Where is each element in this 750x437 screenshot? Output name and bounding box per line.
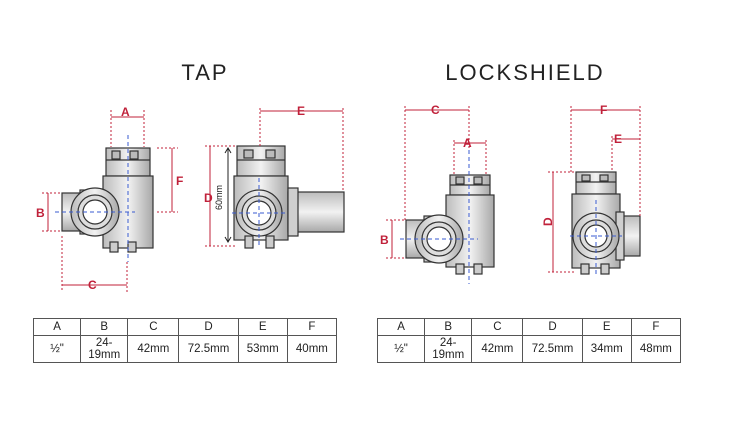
- value-cell: 72.5mm: [522, 335, 583, 363]
- value-cell: 40mm: [286, 335, 338, 363]
- tap-dim-a: A: [121, 105, 130, 119]
- value-cell: ½": [376, 335, 426, 363]
- value-cell: ½": [32, 335, 82, 363]
- header-cell: B: [424, 318, 473, 336]
- tap-side-height-line: [224, 147, 232, 243]
- tap-side-guides: [232, 178, 286, 248]
- lockshield-side-guides: [570, 200, 622, 276]
- table-header-row: A B C D E F: [32, 318, 338, 336]
- value-cell: 42mm: [127, 335, 180, 363]
- lockshield-front-guides: [400, 150, 478, 284]
- tap-height-note: 60mm: [214, 185, 224, 210]
- tap-front-view: [61, 147, 154, 253]
- header-cell: A: [32, 318, 82, 336]
- header-cell: C: [471, 318, 524, 336]
- table-header-row: A B C D E F: [376, 318, 682, 336]
- lockshield-dim-a: A: [463, 136, 472, 150]
- value-cell: 24- 19mm: [424, 335, 473, 363]
- tap-front-dimensions: [42, 110, 178, 292]
- header-cell: A: [376, 318, 426, 336]
- tap-dim-b: B: [36, 206, 45, 220]
- lockshield-side-dimensions: [548, 106, 641, 273]
- header-cell: F: [286, 318, 338, 336]
- value-cell: 34mm: [581, 335, 632, 363]
- header-cell: C: [127, 318, 180, 336]
- table-row: ½" 24- 19mm 42mm 72.5mm 34mm 48mm: [376, 335, 682, 363]
- value-cell: 53mm: [237, 335, 288, 363]
- tap-dim-d: D: [204, 191, 213, 205]
- tap-spec-table: A B C D E F ½" 24- 19mm 42mm 72.5mm 53mm…: [32, 318, 338, 363]
- lockshield-dim-b: B: [380, 233, 389, 247]
- header-cell: E: [237, 318, 288, 336]
- table-row: ½" 24- 19mm 42mm 72.5mm 53mm 40mm: [32, 335, 338, 363]
- value-cell: 48mm: [630, 335, 682, 363]
- lockshield-dim-c: C: [431, 103, 440, 117]
- tap-side-dimensions: [205, 108, 344, 247]
- lockshield-dim-f: F: [600, 103, 607, 117]
- header-cell: B: [80, 318, 129, 336]
- value-cell: 42mm: [471, 335, 524, 363]
- header-cell: E: [581, 318, 632, 336]
- value-cell: 72.5mm: [178, 335, 239, 363]
- header-cell: D: [178, 318, 239, 336]
- tap-front-guides: [55, 135, 135, 262]
- header-cell: F: [630, 318, 682, 336]
- tap-title: TAP: [181, 60, 229, 85]
- lockshield-side-view: [571, 171, 641, 275]
- lockshield-front-dimensions: [386, 106, 487, 259]
- lockshield-dim-d: D: [541, 217, 555, 226]
- lockshield-dim-e: E: [614, 132, 622, 146]
- tap-dim-f: F: [176, 174, 183, 188]
- lockshield-front-view: [405, 174, 495, 275]
- tap-dim-e: E: [297, 104, 305, 118]
- value-cell: 24- 19mm: [80, 335, 129, 363]
- header-cell: D: [522, 318, 583, 336]
- tap-dim-c: C: [88, 278, 97, 292]
- tap-side-view: [233, 145, 345, 249]
- lockshield-spec-table: A B C D E F ½" 24- 19mm 42mm 72.5mm 34mm…: [376, 318, 682, 363]
- lockshield-title: LOCKSHIELD: [445, 60, 605, 85]
